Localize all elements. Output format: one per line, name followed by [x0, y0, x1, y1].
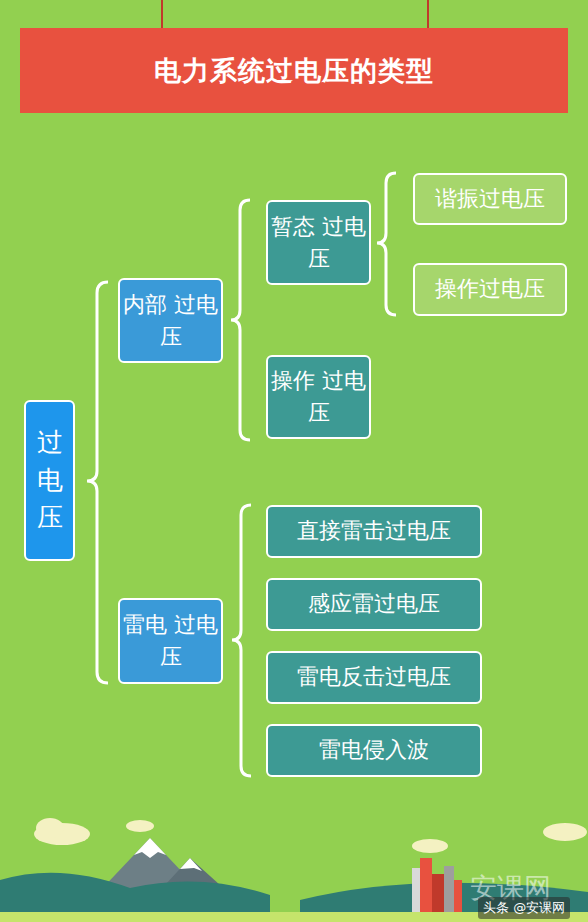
- node-label: 雷电侵入波: [319, 736, 429, 765]
- leaf-box: 雷电反击过电压: [266, 651, 482, 704]
- curly-brace: [232, 505, 251, 776]
- type-box: 暂态 过电压: [266, 200, 371, 285]
- leaf-box: 谐振过电压: [413, 173, 567, 225]
- scenery: [0, 818, 588, 922]
- curly-brace: [377, 173, 396, 315]
- node-label: 操作过电压: [435, 275, 545, 304]
- hanging-string: [427, 0, 429, 31]
- snow-cap: [180, 858, 202, 871]
- root-box: 过 电 压: [24, 400, 75, 561]
- hanging-string: [161, 0, 163, 31]
- leaf-box: 感应雷过电压: [266, 578, 482, 631]
- node-label: 雷电 过电压: [120, 609, 221, 673]
- node-label: 直接雷击过电压: [297, 517, 451, 546]
- node-label: 暂态 过电压: [268, 211, 369, 275]
- node-label: 雷电反击过电压: [297, 663, 451, 692]
- snow-cap: [134, 838, 166, 858]
- category-box: 雷电 过电压: [118, 598, 223, 684]
- node-label: 谐振过电压: [435, 185, 545, 214]
- building: [420, 858, 432, 918]
- building: [444, 866, 454, 918]
- leaf-box: 直接雷击过电压: [266, 505, 482, 558]
- leaf-box: 操作过电压: [413, 263, 567, 316]
- node-label: 过 电 压: [26, 424, 73, 537]
- title-banner: 电力系统过电压的类型: [20, 28, 568, 113]
- curly-brace: [231, 200, 250, 440]
- type-box: 操作 过电压: [266, 355, 371, 439]
- cloud: [126, 820, 154, 832]
- node-label: 操作 过电压: [268, 365, 369, 429]
- diagram-title: 电力系统过电压的类型: [154, 53, 434, 89]
- node-label: 感应雷过电压: [308, 590, 440, 619]
- cloud: [543, 823, 587, 841]
- cloud: [36, 818, 64, 838]
- node-label: 内部 过电压: [120, 289, 221, 353]
- leaf-box: 雷电侵入波: [266, 724, 482, 777]
- source-credit: 头条 @安课网: [478, 897, 570, 919]
- category-box: 内部 过电压: [118, 278, 223, 363]
- cloud: [412, 839, 448, 853]
- curly-brace: [87, 282, 108, 683]
- building: [432, 874, 444, 918]
